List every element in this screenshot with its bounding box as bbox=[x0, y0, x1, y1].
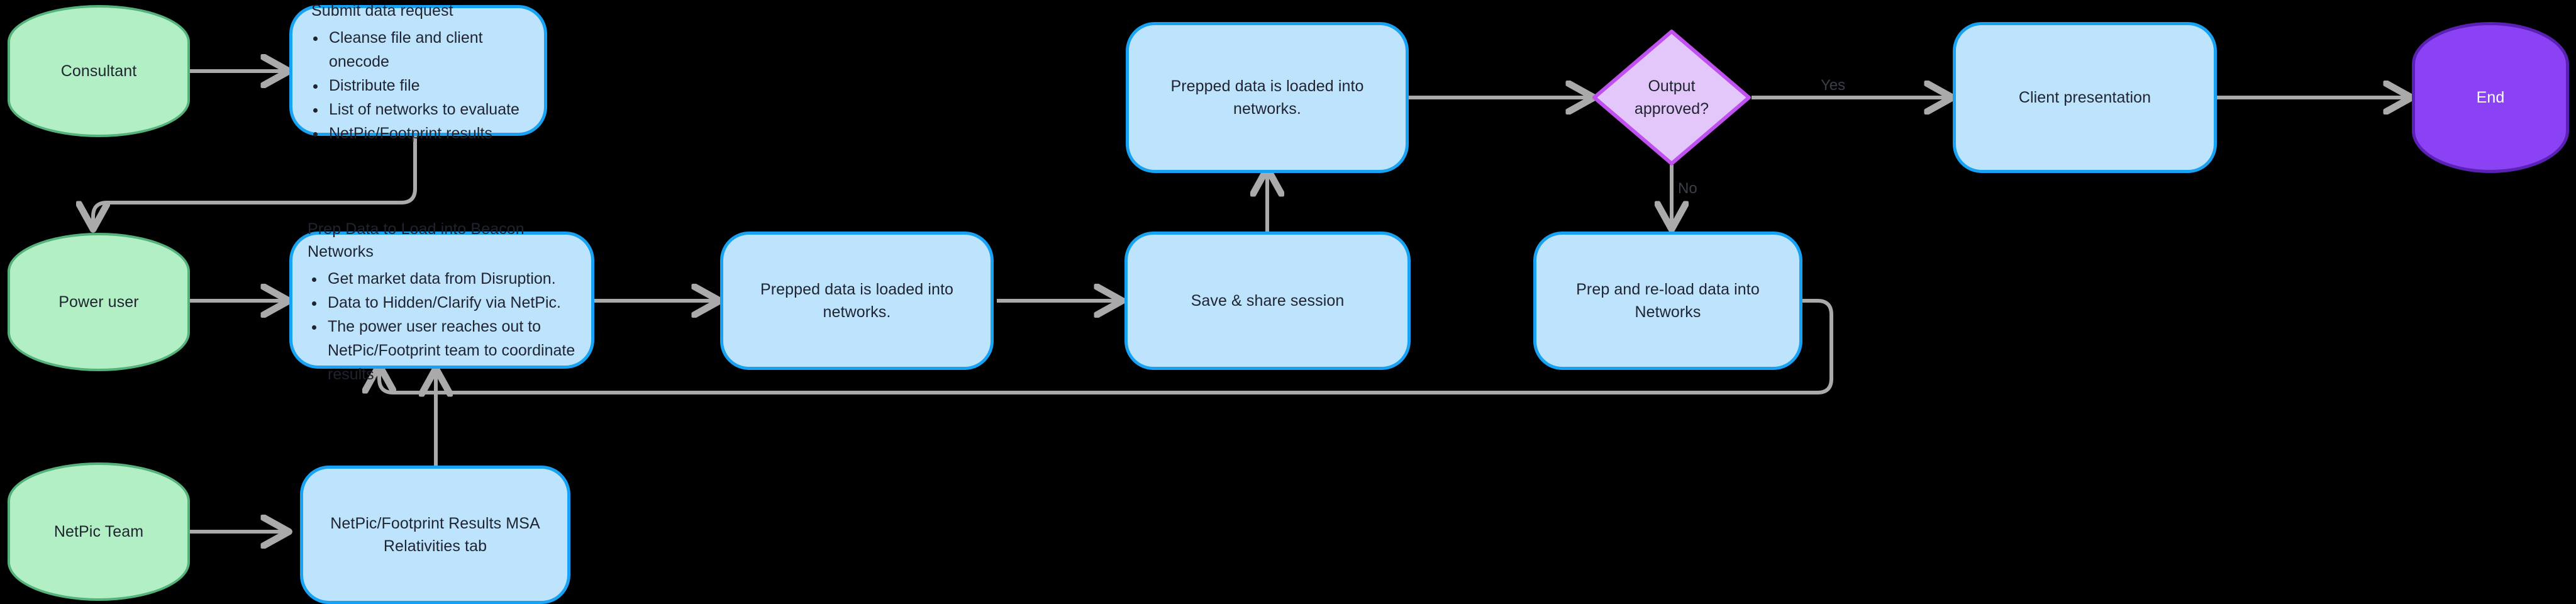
node-submit-bullet: NetPic/Footprint results bbox=[326, 121, 536, 145]
edge-label-no: No bbox=[1678, 180, 1697, 197]
node-prepped-top-line1: Prepped data is loaded into bbox=[1170, 77, 1364, 95]
node-netpic-team[interactable]: NetPic Team bbox=[8, 462, 190, 601]
node-prepped-mid-text: Prepped data is loaded into networks. bbox=[723, 278, 991, 324]
node-output-approved-line2: approved? bbox=[1634, 100, 1709, 118]
node-netpic-results-line2: Relativities tab bbox=[383, 537, 487, 555]
edge-submit-poweruser bbox=[93, 135, 417, 226]
node-end[interactable]: End bbox=[2412, 22, 2569, 173]
node-prepped-data-loaded-mid[interactable]: Prepped data is loaded into networks. bbox=[720, 232, 994, 370]
node-prep-data-title: Prep Data to Load into Beacon Networks bbox=[308, 220, 525, 260]
node-power-user[interactable]: Power user bbox=[8, 233, 190, 371]
node-netpic-results-text: NetPic/Footprint Results MSA Relativitie… bbox=[303, 512, 567, 558]
node-prepped-mid-line2: networks. bbox=[823, 303, 891, 321]
node-prep-data-bullet: Get market data from Disruption. bbox=[325, 267, 585, 291]
diamond-shape bbox=[1592, 30, 1751, 165]
node-power-user-label: Power user bbox=[58, 293, 139, 311]
node-prep-reload-networks[interactable]: Prep and re-load data into Networks bbox=[1533, 232, 1802, 370]
edge-label-yes: Yes bbox=[1821, 77, 1846, 94]
node-prepped-top-text: Prepped data is loaded into networks. bbox=[1129, 75, 1406, 121]
node-prepped-mid-line1: Prepped data is loaded into bbox=[760, 280, 954, 298]
node-submit-data-request[interactable]: Submit data request Cleanse file and cli… bbox=[289, 2, 547, 142]
node-prep-data-bullet: Data to Hidden/Clarify via NetPic. bbox=[325, 291, 585, 315]
node-consultant-label: Consultant bbox=[60, 62, 137, 80]
node-submit-title: Submit data request bbox=[311, 1, 453, 20]
node-save-share-label: Save & share session bbox=[1191, 291, 1345, 310]
node-prepped-top-line2: networks. bbox=[1233, 100, 1301, 118]
node-end-label: End bbox=[2476, 88, 2505, 106]
node-output-approved-decision[interactable]: Output approved? bbox=[1591, 28, 1752, 167]
node-netpic-results-line1: NetPic/Footprint Results MSA bbox=[330, 514, 540, 532]
node-prep-data-beacon[interactable]: Prep Data to Load into Beacon Networks G… bbox=[289, 220, 594, 383]
node-client-presentation-label: Client presentation bbox=[2018, 88, 2151, 106]
node-prep-data-bullet: The power user reaches out to NetPic/Foo… bbox=[325, 315, 585, 386]
node-prepped-data-loaded-top[interactable]: Prepped data is loaded into networks. bbox=[1126, 22, 1409, 173]
node-output-approved-text: Output approved? bbox=[1591, 28, 1752, 167]
node-netpic-results-msa[interactable]: NetPic/Footprint Results MSA Relativitie… bbox=[300, 466, 570, 604]
node-output-approved-line1: Output bbox=[1648, 77, 1696, 95]
node-netpic-team-label: NetPic Team bbox=[53, 522, 144, 540]
node-client-presentation[interactable]: Client presentation bbox=[1953, 22, 2217, 173]
node-submit-bullet: Distribute file bbox=[326, 74, 536, 98]
node-prep-reload-label: Prep and re-load data into Networks bbox=[1576, 280, 1760, 321]
node-submit-bullet: Cleanse file and client onecode bbox=[326, 26, 536, 74]
node-submit-bullet: List of networks to evaluate bbox=[326, 98, 536, 121]
node-prep-data-bullet-list: Get market data from Disruption. Data to… bbox=[299, 267, 585, 386]
node-consultant[interactable]: Consultant bbox=[8, 5, 190, 137]
node-save-share-session[interactable]: Save & share session bbox=[1124, 232, 1411, 370]
node-submit-bullet-list: Cleanse file and client onecode Distribu… bbox=[300, 26, 536, 145]
